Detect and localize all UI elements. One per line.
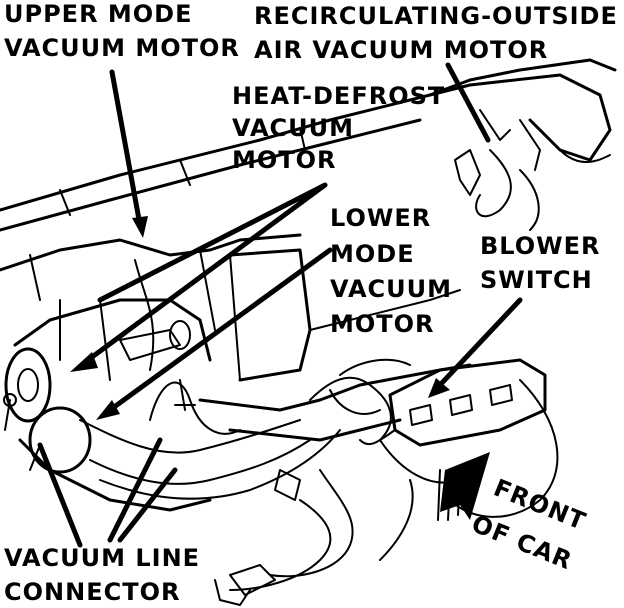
labels: UPPER MODE VACUUM MOTOR RECIRCULATING-OU… <box>4 0 618 606</box>
recirc-leader <box>445 62 491 143</box>
blower-switch-leader <box>437 297 523 388</box>
heat-defrost-label-line1: HEAT-DEFROST <box>232 82 445 110</box>
leader-lines <box>37 62 523 548</box>
heat-defrost-label-line3: MOTOR <box>232 146 337 174</box>
lower-mode-leader <box>107 247 333 413</box>
upper-mode-label-line1: UPPER MODE <box>4 0 193 28</box>
heat-defrost-label-line2: VACUUM <box>232 114 354 142</box>
upper-mode-leader <box>109 69 143 228</box>
blower-label-line2: SWITCH <box>480 266 593 294</box>
lower-mode-label-line4: MOTOR <box>330 310 435 338</box>
heat-defrost-arrowhead <box>70 352 98 372</box>
blower-label-line1: BLOWER <box>480 232 600 260</box>
front-of-car-arrow <box>437 452 490 521</box>
recirc-label-line2: AIR VACUUM MOTOR <box>254 36 548 64</box>
lower-mode-label-line2: MODE <box>330 240 415 268</box>
vacuum-line-leaders <box>37 437 178 548</box>
vacuum-line-label-line2: CONNECTOR <box>4 578 180 606</box>
lower-mode-label-line1: LOWER <box>330 204 431 232</box>
upper-mode-label-line2: VACUUM MOTOR <box>4 34 240 62</box>
recirc-label-line1: RECIRCULATING-OUTSIDE <box>254 2 618 30</box>
heat-defrost-leader <box>85 182 328 363</box>
upper-mode-arrowhead <box>132 216 148 238</box>
lower-mode-label-line3: VACUUM <box>330 275 452 303</box>
vacuum-line-label-line1: VACUUM LINE <box>4 544 200 572</box>
lower-mode-arrowhead <box>96 400 120 420</box>
hvac-assembly-drawing <box>0 58 617 606</box>
blower-switch-arrowhead <box>428 378 450 398</box>
